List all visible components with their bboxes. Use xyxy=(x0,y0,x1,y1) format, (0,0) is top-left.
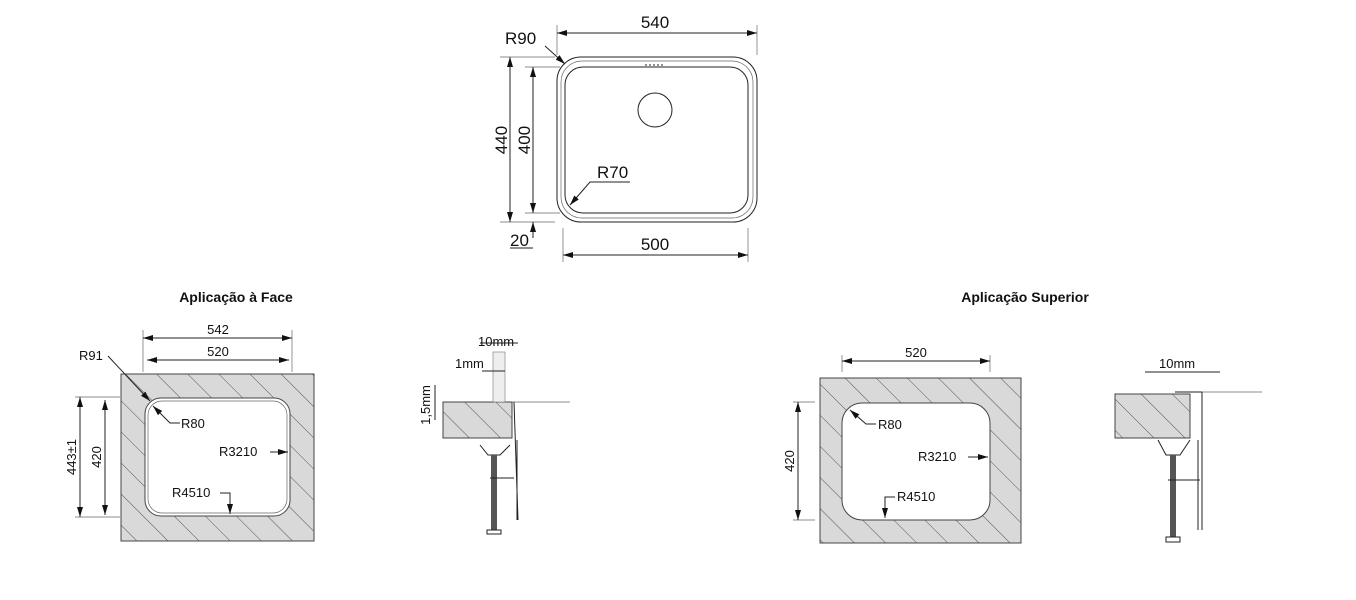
top-mount-section: 10mm xyxy=(1114,356,1262,543)
dim-height-inner: 400 xyxy=(515,126,534,154)
sink-bowl xyxy=(564,66,749,214)
radius-corner-label: R80 xyxy=(878,417,902,432)
cutout-opening xyxy=(144,397,291,517)
dim-width: 520 xyxy=(905,345,927,360)
depth-dim: 1,5mm xyxy=(418,385,433,425)
dim-width-outer: 542 xyxy=(207,322,229,337)
top-mount-cutout: 520 420 R80 R3210 R4510 xyxy=(782,345,1022,544)
drain-hole-icon xyxy=(637,92,673,128)
gap-dim: 1mm xyxy=(455,356,484,371)
radius-side-label: R3210 xyxy=(219,444,257,459)
face-mount-title: Aplicação à Face xyxy=(179,289,293,305)
sink-rim-inner-line xyxy=(560,60,754,219)
dim-height-inner: 420 xyxy=(89,446,104,468)
dim-height-outer: 440 xyxy=(492,126,511,154)
dim-height: 420 xyxy=(782,450,797,472)
dim-height-outer: 443±1 xyxy=(64,439,79,475)
face-mount-cutout: 542 520 443±1 420 R91 R80 R3210 R4510 xyxy=(64,322,315,542)
dim-rim: 20 xyxy=(510,231,529,250)
radius-outer-label: R91 xyxy=(79,348,103,363)
face-mount-section: 10mm 1mm 1,5mm xyxy=(418,334,570,535)
top-mount-title: Aplicação Superior xyxy=(961,289,1089,305)
overlap-dim: 10mm xyxy=(478,334,514,349)
radius-bottom-label: R4510 xyxy=(172,485,210,500)
overlap-dim: 10mm xyxy=(1159,356,1195,371)
radius-inner-label: R70 xyxy=(597,163,628,182)
radius-outer-label: R90 xyxy=(505,29,536,48)
dim-width-inner: 520 xyxy=(207,344,229,359)
radius-bottom-label: R4510 xyxy=(897,489,935,504)
top-view-sink: 540 500 440 400 R90 R70 20 xyxy=(492,13,758,262)
dim-width-inner: 500 xyxy=(641,235,669,254)
dim-width-outer: 540 xyxy=(641,13,669,32)
radius-side-label: R3210 xyxy=(918,449,956,464)
sink-outer-rim xyxy=(556,56,758,223)
radius-corner-label: R80 xyxy=(181,416,205,431)
cutout-opening xyxy=(841,402,991,521)
